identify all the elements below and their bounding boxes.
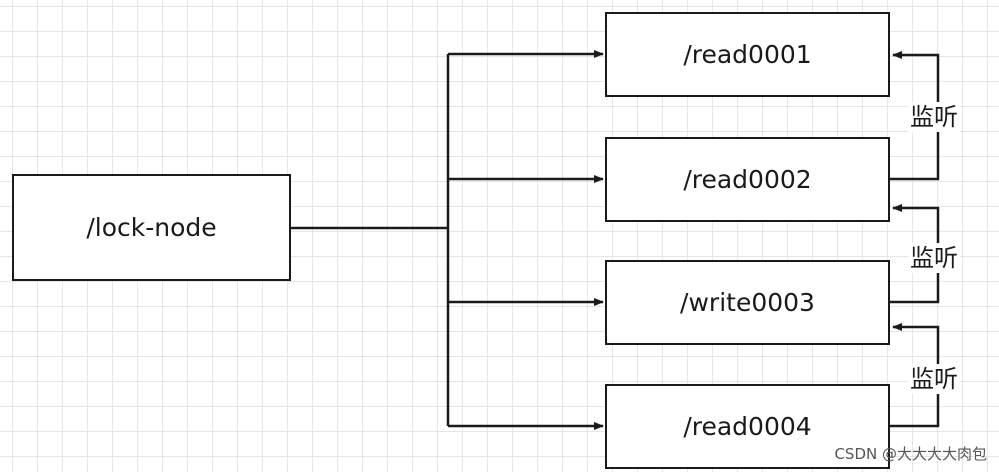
watch-label-2: 监听	[908, 243, 960, 273]
child-node-1: /read0001	[605, 12, 890, 97]
child-node-3-label: /write0003	[680, 288, 815, 317]
child-node-4-label: /read0004	[683, 412, 812, 441]
watermark-text: CSDN @大大大大肉包	[834, 445, 987, 463]
child-node-1-label: /read0001	[683, 40, 812, 69]
lock-node-label: /lock-node	[86, 213, 217, 242]
child-node-2-label: /read0002	[683, 165, 812, 194]
watch-label-1: 监听	[908, 102, 960, 132]
child-node-2: /read0002	[605, 137, 890, 222]
watch-label-3: 监听	[908, 364, 960, 394]
child-node-3: /write0003	[605, 260, 890, 345]
lock-node-box: /lock-node	[12, 174, 291, 281]
child-node-4: /read0004	[605, 384, 890, 469]
